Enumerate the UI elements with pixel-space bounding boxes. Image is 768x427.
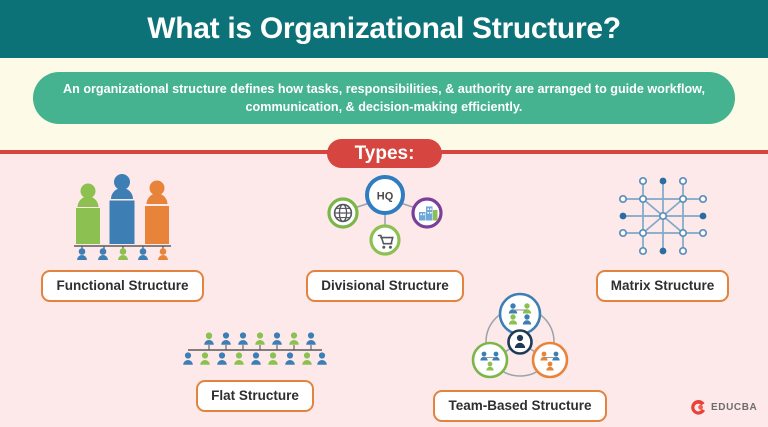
types-badge-label: Types:	[354, 142, 415, 164]
type-label-flat: Flat Structure	[196, 380, 314, 412]
functional-icon-box	[20, 172, 225, 260]
subtitle-text: An organizational structure defines how …	[63, 82, 705, 114]
team-label-wrap: Team-Based Structure	[425, 390, 615, 422]
globe-icon	[333, 203, 353, 223]
three-team-circles-icon	[471, 292, 569, 379]
type-card-divisional: HQ	[290, 172, 480, 302]
type-label-team: Team-Based Structure	[433, 390, 607, 422]
type-label-matrix: Matrix Structure	[595, 270, 730, 302]
buildings-icon	[419, 206, 438, 221]
team-icon-box	[425, 292, 615, 384]
educba-mark-icon	[691, 399, 705, 415]
educba-logo: EDUCBA	[690, 399, 757, 416]
network-grid-icon	[618, 176, 707, 256]
type-card-functional: Functional Structure	[20, 172, 225, 302]
hq-center-label: HQ	[377, 191, 394, 203]
types-badge: Types:	[327, 139, 442, 168]
divisional-icon-box: HQ	[290, 172, 480, 260]
subtitle-pill: An organizational structure defines how …	[33, 72, 735, 124]
type-label-divisional: Divisional Structure	[306, 270, 464, 302]
type-card-flat: Flat Structure	[165, 330, 345, 412]
page-title: What is Organizational Structure?	[147, 12, 621, 45]
matrix-icon-box	[580, 172, 745, 260]
functional-label-wrap: Functional Structure	[20, 270, 225, 302]
three-person-bars-icon	[73, 174, 171, 260]
flat-icon-box	[165, 330, 345, 374]
type-card-matrix: Matrix Structure	[580, 172, 745, 302]
two-rows-people-icon	[183, 332, 327, 365]
hq-hub-spokes-icon: HQ	[327, 175, 443, 256]
flat-label-wrap: Flat Structure	[165, 380, 345, 412]
shopping-cart-icon	[377, 234, 394, 249]
divisional-label-wrap: Divisional Structure	[290, 270, 480, 302]
header-banner: What is Organizational Structure?	[0, 0, 768, 58]
educba-wordmark: EDUCBA	[711, 402, 758, 413]
type-label-functional: Functional Structure	[41, 270, 204, 302]
matrix-label-wrap: Matrix Structure	[580, 270, 745, 302]
type-card-team: Team-Based Structure	[425, 292, 615, 422]
